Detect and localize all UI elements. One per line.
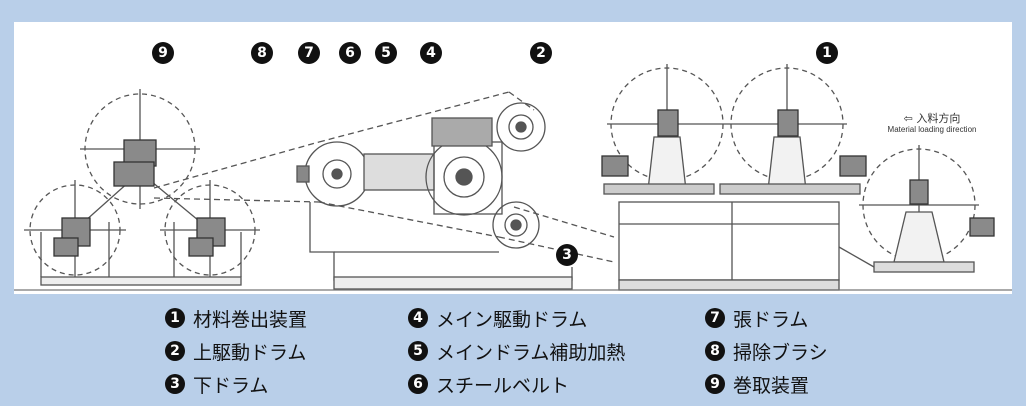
legend: 1 材料巻出装置 2 上駆動ドラム 3 下ドラム 4 メイン駆動ドラム 5 メイ… bbox=[0, 300, 1026, 406]
legend-label-5: メインドラム補助加熱 bbox=[436, 341, 626, 364]
marker-8: 8 bbox=[251, 42, 273, 64]
marker-5: 5 bbox=[375, 42, 397, 64]
machine-schematic bbox=[14, 64, 1012, 291]
legend-number-3: 3 bbox=[165, 374, 185, 394]
legend-item-8: 8 掃除ブラシ bbox=[705, 336, 828, 366]
legend-number-9: 9 bbox=[705, 374, 725, 394]
legend-label-8: 掃除ブラシ bbox=[733, 341, 828, 364]
legend-label-2: 上駆動ドラム bbox=[193, 341, 307, 364]
marker-3: 3 bbox=[556, 244, 578, 266]
marker-2: 2 bbox=[530, 42, 552, 64]
main-machine bbox=[296, 102, 573, 290]
legend-label-9: 巻取装置 bbox=[733, 374, 810, 397]
arrow-left-icon: ⇦ bbox=[903, 112, 913, 125]
legend-item-5: 5 メインドラム補助加熱 bbox=[408, 336, 625, 366]
legend-item-7: 7 張ドラム bbox=[705, 303, 808, 333]
legend-number-1: 1 bbox=[165, 308, 185, 328]
legend-label-1: 材料巻出装置 bbox=[193, 308, 308, 331]
legend-item-4: 4 メイン駆動ドラム bbox=[408, 303, 587, 333]
winding-motors bbox=[53, 139, 226, 257]
legend-label-4: メイン駆動ドラム bbox=[436, 308, 588, 331]
legend-number-6: 6 bbox=[408, 374, 428, 394]
marker-6: 6 bbox=[339, 42, 361, 64]
loading-direction-en: Material loading direction bbox=[887, 125, 977, 134]
legend-number-7: 7 bbox=[705, 308, 725, 328]
legend-item-3: 3 下ドラム bbox=[165, 369, 268, 399]
unwinding-motors bbox=[601, 109, 995, 237]
legend-number-4: 4 bbox=[408, 308, 428, 328]
legend-number-2: 2 bbox=[165, 341, 185, 361]
loading-direction: ⇦ 入料方向 Material loading direction bbox=[862, 112, 1002, 135]
legend-item-6: 6 スチールベルト bbox=[408, 369, 569, 399]
legend-label-6: スチールベルト bbox=[436, 374, 570, 397]
legend-label-3: 下ドラム bbox=[193, 374, 269, 397]
legend-item-2: 2 上駆動ドラム bbox=[165, 336, 306, 366]
legend-number-5: 5 bbox=[408, 341, 428, 361]
marker-9: 9 bbox=[152, 42, 174, 64]
marker-7: 7 bbox=[298, 42, 320, 64]
machine-drawing: ⇦ 入料方向 Material loading direction 9 8 7 … bbox=[14, 22, 1012, 294]
loading-direction-jp: 入料方向 bbox=[916, 112, 961, 125]
legend-item-1: 1 材料巻出装置 bbox=[165, 303, 307, 333]
marker-4: 4 bbox=[420, 42, 442, 64]
legend-label-7: 張ドラム bbox=[733, 308, 809, 331]
steel-belt bbox=[153, 91, 615, 263]
legend-number-8: 8 bbox=[705, 341, 725, 361]
marker-1: 1 bbox=[816, 42, 838, 64]
legend-item-9: 9 巻取装置 bbox=[705, 369, 809, 399]
unwinding-device bbox=[603, 64, 979, 291]
